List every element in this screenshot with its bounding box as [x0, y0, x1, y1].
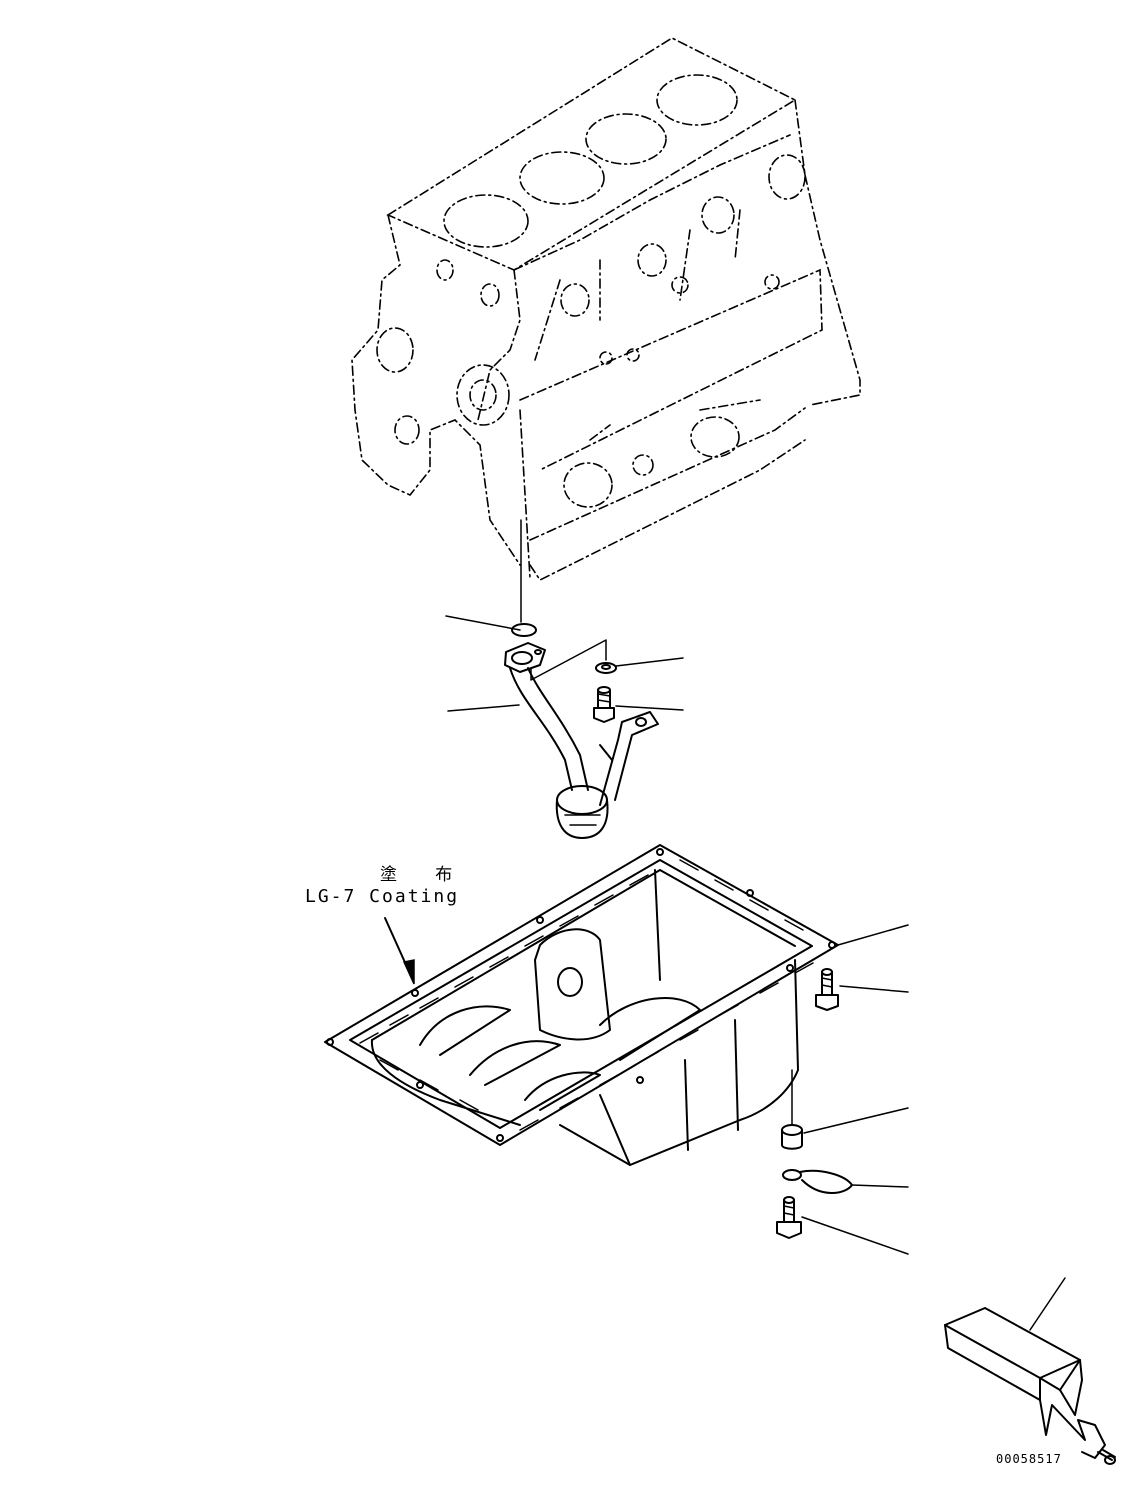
- leader-lines: [445, 615, 1066, 1331]
- o-ring: [511, 623, 537, 637]
- coating-note-english: LG-7 Coating: [305, 886, 460, 907]
- drain-plug-assembly: [776, 1069, 853, 1239]
- coating-note-japanese: 塗 布: [380, 865, 467, 885]
- washer: [595, 662, 617, 674]
- drain-tool: [944, 1307, 1116, 1465]
- oil-strainer-assembly: [504, 519, 659, 839]
- pan-bolt: [815, 968, 839, 1011]
- engine-block: [351, 37, 861, 582]
- drawing-id: 00058517: [996, 1452, 1062, 1466]
